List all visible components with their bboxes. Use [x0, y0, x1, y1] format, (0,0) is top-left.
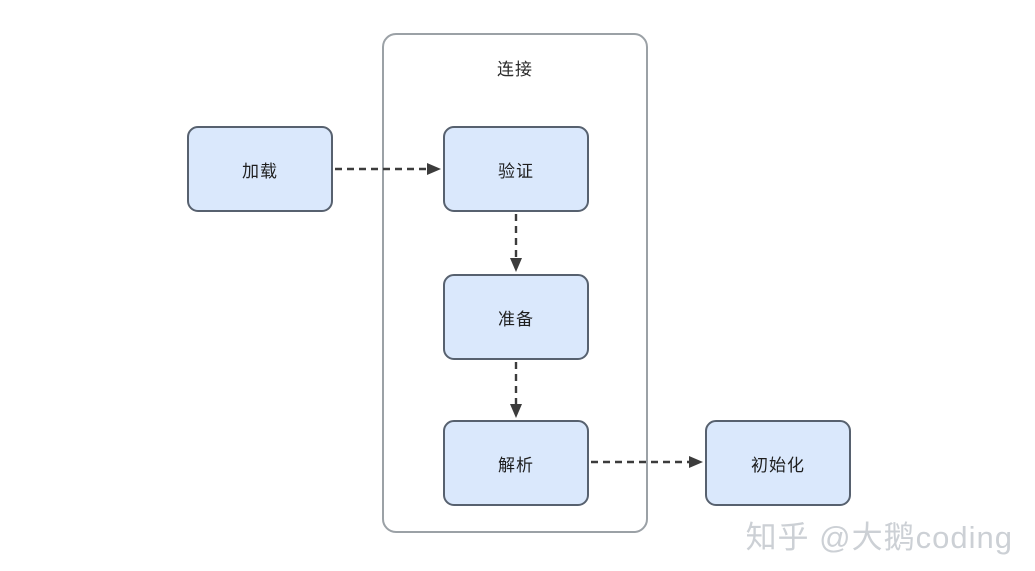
node-verify-label: 验证	[498, 161, 534, 181]
node-prepare-label: 准备	[498, 309, 534, 329]
node-load-label: 加载	[242, 161, 278, 181]
group-container-connect[interactable]	[382, 33, 648, 533]
node-init[interactable]: 初始化	[705, 420, 851, 506]
node-verify[interactable]: 验证	[443, 126, 589, 212]
node-parse[interactable]: 解析	[443, 420, 589, 506]
group-label-connect: 连接	[497, 60, 533, 79]
node-prepare[interactable]: 准备	[443, 274, 589, 360]
node-init-label: 初始化	[751, 455, 805, 475]
node-load[interactable]: 加载	[187, 126, 333, 212]
node-parse-label: 解析	[498, 455, 534, 475]
watermark: 知乎 @大鹅coding	[745, 520, 1013, 555]
